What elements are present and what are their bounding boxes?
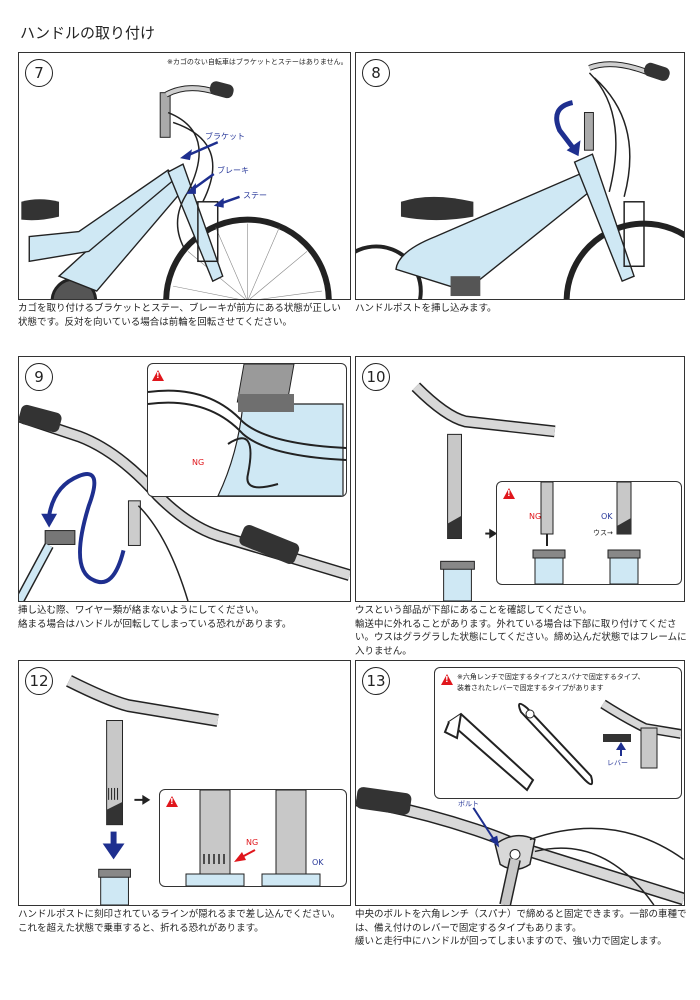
warning-icon xyxy=(503,488,515,499)
step-number: 13 xyxy=(362,667,390,695)
step-12-panel: NG OK 12 xyxy=(18,660,351,906)
step-number: 7 xyxy=(25,59,53,87)
label-ok: OK xyxy=(601,512,613,521)
warning-icon xyxy=(441,674,453,685)
usu-inset: NG OK ウス→ xyxy=(496,481,682,585)
page-title: ハンドルの取り付け xyxy=(20,24,156,42)
caption-line: 挿し込む際、ワイヤー類が絡まないようにしてください。 xyxy=(18,605,264,616)
step-10-caption: ウスという部品が下部にあることを確認してください。 輸送中に外れることがあります… xyxy=(355,604,690,658)
ng-inset: NG xyxy=(147,363,347,497)
step-8-panel: 8 xyxy=(355,52,685,300)
step-7-panel: 7 ※カゴのない自転車はブラケットとステーはありません。 ブラケット ブレーキ … xyxy=(18,52,351,300)
step-7-illustration xyxy=(21,81,332,299)
step-9-panel: NG 9 xyxy=(18,356,351,602)
step-number: 8 xyxy=(362,59,390,87)
tool-types-inset: ※六角レンチで固定するタイプとスパナで固定するタイプ、 装着されたレバーで固定す… xyxy=(434,667,682,799)
note-line: ※六角レンチで固定するタイプとスパナで固定するタイプ、 xyxy=(457,673,645,681)
step-note: ※カゴのない自転車はブラケットとステーはありません。 xyxy=(167,58,348,66)
step-10-panel: NG OK ウス→ 10 xyxy=(355,356,685,602)
label-stay: ステー xyxy=(243,191,267,200)
caption-line: カゴを取り付けるブラケットとステー、ブレーキが前方にある状態が正しい xyxy=(18,303,341,314)
label-ng: NG xyxy=(529,512,542,521)
note-line: 装着されたレバーで固定するタイプがあります xyxy=(457,684,604,692)
label-bolt: ボルト xyxy=(458,800,479,808)
label-bracket: ブラケット xyxy=(205,132,245,141)
caption-line: 輸送中に外れることがあります。外れている場合は下部に取り付けてくださ xyxy=(355,618,677,630)
step-12-illustration xyxy=(66,675,219,905)
label-ok: OK xyxy=(312,858,324,867)
step-13-illustration xyxy=(356,787,684,905)
step-number: 9 xyxy=(25,363,53,391)
caption-line: は、備え付けのレバーで固定するタイプもあります。 xyxy=(355,922,582,934)
label-ng: NG xyxy=(192,458,205,467)
step-note: ※六角レンチで固定するタイプとスパナで固定するタイプ、 装着されたレバーで固定す… xyxy=(457,672,645,694)
caption-line: い。ウスはグラグラした状態にしてください。締め込んだ状態ではフレームに xyxy=(355,632,687,643)
label-ng: NG xyxy=(246,838,259,847)
caption-line: ハンドルポストに刻印されているラインが隠れるまで差し込んでください。 xyxy=(18,909,341,920)
step-9-caption: 挿し込む際、ワイヤー類が絡まないようにしてください。 絡まる場合はハンドルが回転… xyxy=(18,604,358,631)
step-number: 12 xyxy=(25,667,53,695)
caption-line: 状態です。反対を向いている場合は前輪を回転させてください。 xyxy=(18,316,292,328)
caption-line: ハンドルポストを挿し込みます。 xyxy=(355,303,497,314)
warning-icon xyxy=(166,796,178,807)
caption-line: 絡まる場合はハンドルが回転してしまっている恐れがあります。 xyxy=(18,618,292,630)
step-13-caption: 中央のボルトを六角レンチ（スパナ）で締めると固定できます。一部の車種で は、備え… xyxy=(355,908,695,949)
step-9-illustration xyxy=(19,404,350,601)
caption-line: ウスという部品が下部にあることを確認してください。 xyxy=(355,605,592,616)
step-8-caption: ハンドルポストを挿し込みます。 xyxy=(355,302,685,316)
step-10-illustration xyxy=(411,382,556,601)
step-13-panel: ※六角レンチで固定するタイプとスパナで固定するタイプ、 装着されたレバーで固定す… xyxy=(355,660,685,906)
caption-line: 緩いと走行中にハンドルが回ってしまいますので、強い力で固定します。 xyxy=(355,936,667,947)
caption-line: これを超えた状態で乗車すると、折れる恐れがあります。 xyxy=(18,922,264,934)
label-usu: ウス→ xyxy=(593,529,613,537)
label-brake: ブレーキ xyxy=(217,166,249,175)
step-number: 10 xyxy=(362,363,390,391)
warning-icon xyxy=(152,370,164,381)
caption-line: 入りません。 xyxy=(355,645,412,657)
insertion-line-inset: NG OK xyxy=(159,789,347,887)
step-12-caption: ハンドルポストに刻印されているラインが隠れるまで差し込んでください。 これを超え… xyxy=(18,908,358,935)
step-8-illustration xyxy=(356,61,684,299)
caption-line: 中央のボルトを六角レンチ（スパナ）で締めると固定できます。一部の車種で xyxy=(355,909,687,920)
step-7-caption: カゴを取り付けるブラケットとステー、ブレーキが前方にある状態が正しい 状態です。… xyxy=(18,302,358,329)
label-lever: レバー xyxy=(607,759,628,767)
